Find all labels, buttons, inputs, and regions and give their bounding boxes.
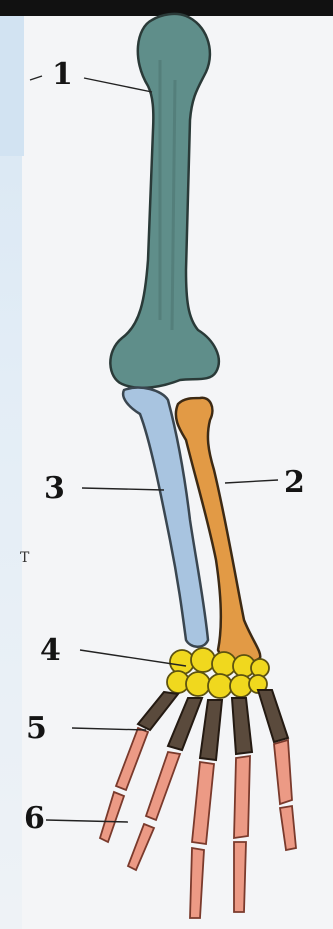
leader-line-2 [225,480,278,483]
edge-letter: T [20,550,29,566]
label-4: 4 [40,636,61,666]
label-6: 6 [24,804,45,834]
leader-line-edge [30,76,42,80]
label-2: 2 [284,468,305,498]
label-5: 5 [26,714,47,744]
leader-line-3 [82,488,164,490]
phalanx-bones [100,728,296,918]
humerus-bone [110,14,218,388]
label-1: 1 [52,60,73,90]
leader-line-5 [72,728,146,730]
label-3: 3 [44,474,65,504]
metacarpal-bones [138,690,288,760]
leader-line-1 [84,78,152,92]
